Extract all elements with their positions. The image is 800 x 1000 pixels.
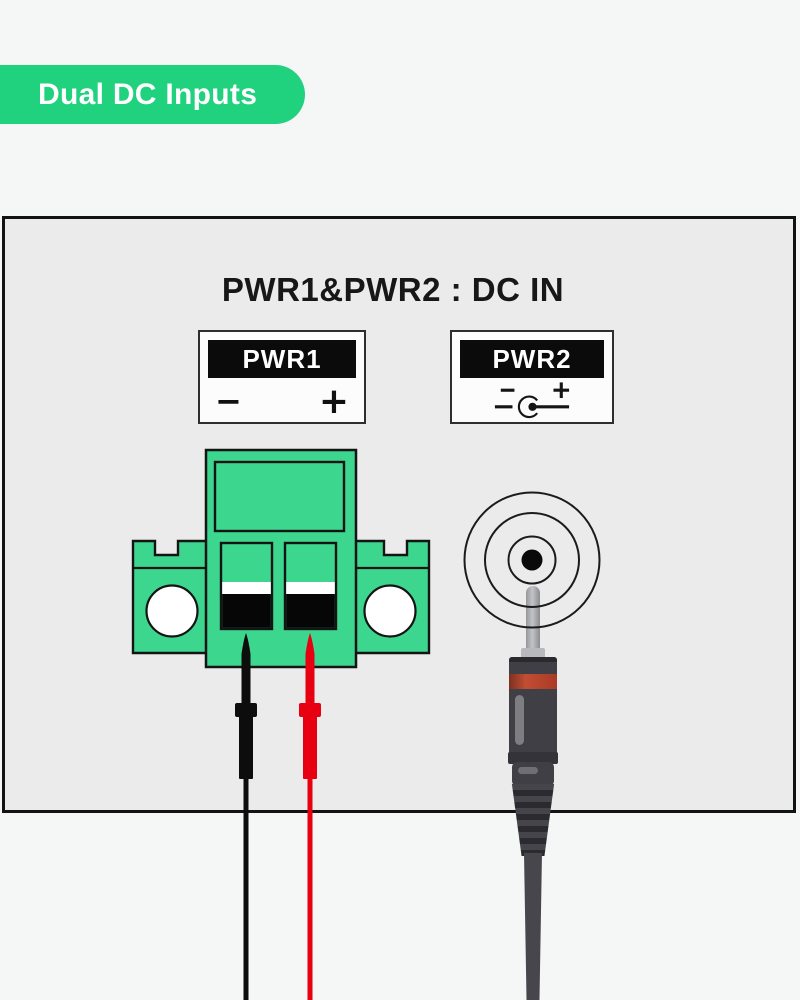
dc-plug-collar-highlight [518, 767, 538, 774]
terminal-block-connector [131, 448, 431, 669]
jack-center-pin [521, 549, 543, 571]
dc-plug-highlight [515, 695, 524, 745]
diagram-title: PWR1&PWR2 : DC IN [221, 271, 565, 308]
dc-plug-collar-ring [512, 762, 554, 786]
terminal-wire-slot-left [219, 541, 274, 631]
probe-wires [235, 633, 321, 1000]
dc-plug-pin-collar [521, 648, 545, 659]
feature-badge: Dual DC Inputs [0, 65, 305, 124]
dc-plug-strain-relief [511, 784, 555, 856]
terminal-top-slot [213, 460, 346, 533]
minus-icon: − [215, 382, 242, 420]
red-probe-wire [299, 633, 321, 1000]
terminal-screw-hole-right [363, 584, 417, 638]
feature-badge-label: Dual DC Inputs [38, 77, 258, 111]
device-panel [2, 216, 796, 813]
dc-plug-body [509, 657, 557, 753]
dc-plug-top-edge [509, 657, 557, 662]
pwr1-header-label: PWR1 [242, 343, 322, 374]
pwr2-header: PWR2 [460, 340, 604, 378]
terminal-wire-slot-right [283, 541, 338, 631]
terminal-screw-hole-left [145, 584, 199, 638]
pwr2-header-label: PWR2 [492, 343, 572, 374]
dc-plug-pin [526, 586, 540, 650]
black-probe-wire [235, 633, 257, 1000]
pwr1-header: PWR1 [208, 340, 356, 378]
dc-plug-shoulder [508, 752, 558, 764]
dc-plug-red-band [509, 674, 557, 689]
center-positive-polarity-icon [494, 382, 570, 419]
dc-plug-cable [524, 853, 542, 1000]
pwr1-label-box: PWR1 − + [198, 330, 366, 424]
plus-icon: + [318, 380, 349, 422]
pwr1-polarity-signs: − + [200, 380, 364, 422]
pwr2-label-box: PWR2 [450, 330, 614, 424]
dc-barrel-jack-port [463, 491, 601, 629]
